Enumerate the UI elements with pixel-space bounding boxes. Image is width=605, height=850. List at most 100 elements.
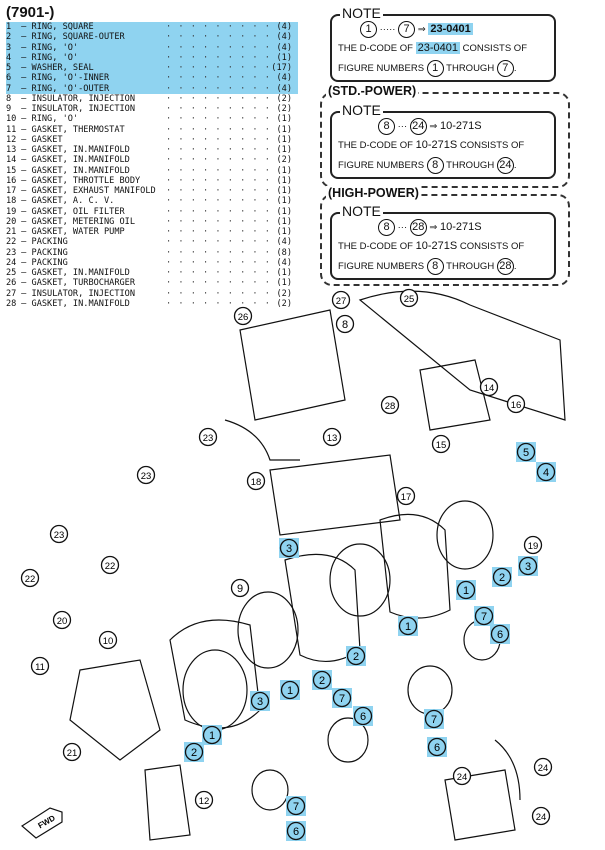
callout-4: 4	[536, 462, 556, 482]
callout-circle	[399, 288, 419, 308]
callout-number: 7	[481, 611, 487, 623]
callout-number: 22	[25, 574, 36, 585]
callout-17: 17	[396, 486, 416, 506]
callout-circle	[427, 737, 447, 757]
parts-list-row: 22 – PACKING· · · · · · · · · · · ·(4)	[6, 237, 292, 248]
callout-number: 11	[35, 662, 45, 673]
std-power-title: (STD.-POWER)	[326, 84, 419, 98]
callout-5: 5	[516, 442, 536, 462]
callout-7: 7	[286, 796, 306, 816]
part-name: GASKET, IN.MANIFOLD	[31, 145, 130, 155]
callout-10: 10	[98, 630, 118, 650]
parts-list-row: 2 – RING, SQUARE-OUTER· · · · · · · · · …	[6, 32, 298, 43]
part-number: 7	[6, 83, 12, 94]
part-number: 24	[6, 257, 17, 268]
part-name: GASKET, IN.MANIFOLD	[31, 165, 130, 176]
callout-number: 6	[293, 826, 299, 838]
callout-circle	[492, 567, 512, 587]
part-number: 1	[6, 22, 12, 32]
callout-number: 17	[401, 492, 412, 503]
callout-number: 4	[543, 467, 549, 479]
part-number: 6	[6, 73, 12, 84]
parts-list-row: 12 – GASKET· · · · · · · · · · · ·(1)	[6, 134, 292, 145]
fwd-arrow: FWD	[20, 807, 63, 839]
seal-ring-drawing-8	[251, 769, 289, 811]
part-qty: (4)	[276, 83, 292, 94]
callout-circle	[536, 462, 556, 482]
callout-2: 2	[346, 646, 366, 666]
note-main-from: 1	[360, 21, 377, 38]
part-qty: (1)	[276, 196, 292, 207]
callout-number: 21	[67, 748, 78, 759]
callout-number: 22	[105, 561, 116, 572]
callout-6: 6	[427, 737, 447, 757]
oil-filter-bracket-drawing	[444, 769, 516, 841]
callout-number: 12	[199, 796, 210, 807]
note-main-tag: NOTE	[340, 5, 383, 21]
part-number: 13	[6, 145, 17, 155]
callout-7: 7	[332, 688, 352, 708]
callout-2: 2	[492, 567, 512, 587]
part-name: RING, SQUARE-OUTER	[31, 32, 125, 43]
parts-list-row: 21 – GASKET, WATER PUMP· · · · · · · · ·…	[6, 227, 292, 237]
note-std: NOTE 8 ··· 24 ⇒ 10-271S THE D-CODE OF 10…	[330, 102, 556, 179]
parts-list-row: 11 – GASKET, THERMOSTAT· · · · · · · · ·…	[6, 124, 292, 135]
callout-number: 15	[436, 440, 447, 451]
note-main: NOTE 1 ····· 7 ⇒ 23-0401 THE D-CODE OF 2…	[330, 5, 556, 82]
callout-26: 26	[233, 306, 253, 326]
part-qty: (4)	[276, 257, 292, 268]
parts-list-row: 17 – GASKET, EXHAUST MANIFOLD· · · · · ·…	[6, 186, 292, 196]
part-qty: (4)	[276, 42, 292, 53]
callout-7: 7	[474, 606, 494, 626]
front-cover-drawing	[69, 659, 161, 761]
part-number: 27	[6, 288, 17, 299]
note-std-code: 10-271S	[440, 120, 482, 133]
seal-ring-drawing-2	[237, 591, 299, 669]
parts-list-row: 1 – RING, SQUARE· · · · · · · · · · · ·(…	[6, 22, 298, 33]
part-number: 22	[6, 237, 17, 248]
callout-24: 24	[533, 757, 553, 777]
callout-circle	[322, 427, 342, 447]
part-number: 8	[6, 93, 12, 104]
callout-number: 7	[339, 693, 345, 705]
callout-number: 8	[342, 319, 348, 331]
callout-28: 28	[380, 395, 400, 415]
note-main-code: 23-0401	[428, 23, 473, 36]
callout-circle	[202, 725, 222, 745]
callout-circle	[456, 580, 476, 600]
callout-1: 1	[456, 580, 476, 600]
parts-list-row: 6 – RING, 'O'-INNER· · · · · · · · · · ·…	[6, 73, 298, 84]
callout-circle	[531, 806, 551, 826]
callout-number: 18	[251, 477, 262, 488]
part-number: 16	[6, 175, 17, 186]
part-qty: (2)	[276, 93, 292, 104]
part-number: 10	[6, 114, 17, 125]
parts-list-row: 20 – GASKET, METERING OIL· · · · · · · ·…	[6, 216, 292, 227]
parts-list-row: 8 – INSULATOR, INJECTION· · · · · · · · …	[6, 93, 292, 104]
high-power-section	[320, 194, 570, 286]
callout-number: 3	[286, 543, 292, 555]
callout-circle	[49, 524, 69, 544]
part-number: 18	[6, 196, 17, 207]
part-qty: (17)	[271, 63, 292, 73]
callout-circle	[194, 790, 214, 810]
callout-circle	[335, 314, 355, 334]
part-qty: (1)	[276, 216, 292, 227]
part-qty: (2)	[276, 104, 292, 114]
part-number: 19	[6, 206, 17, 217]
part-number: 12	[6, 134, 17, 145]
callout-number: 2	[499, 572, 505, 584]
note-main-line1: 1 ····· 7 ⇒ 23-0401	[360, 21, 473, 38]
part-number: 25	[6, 268, 17, 278]
callout-6: 6	[286, 821, 306, 841]
callout-3: 3	[518, 556, 538, 576]
callout-circle	[246, 471, 266, 491]
callout-number: 3	[257, 696, 263, 708]
part-name: PACKING	[31, 247, 68, 258]
callout-circle	[396, 486, 416, 506]
seal-ring-drawing-7	[327, 717, 369, 763]
callout-circle	[136, 465, 156, 485]
part-qty: (8)	[276, 247, 292, 258]
callout-circle	[490, 624, 510, 644]
